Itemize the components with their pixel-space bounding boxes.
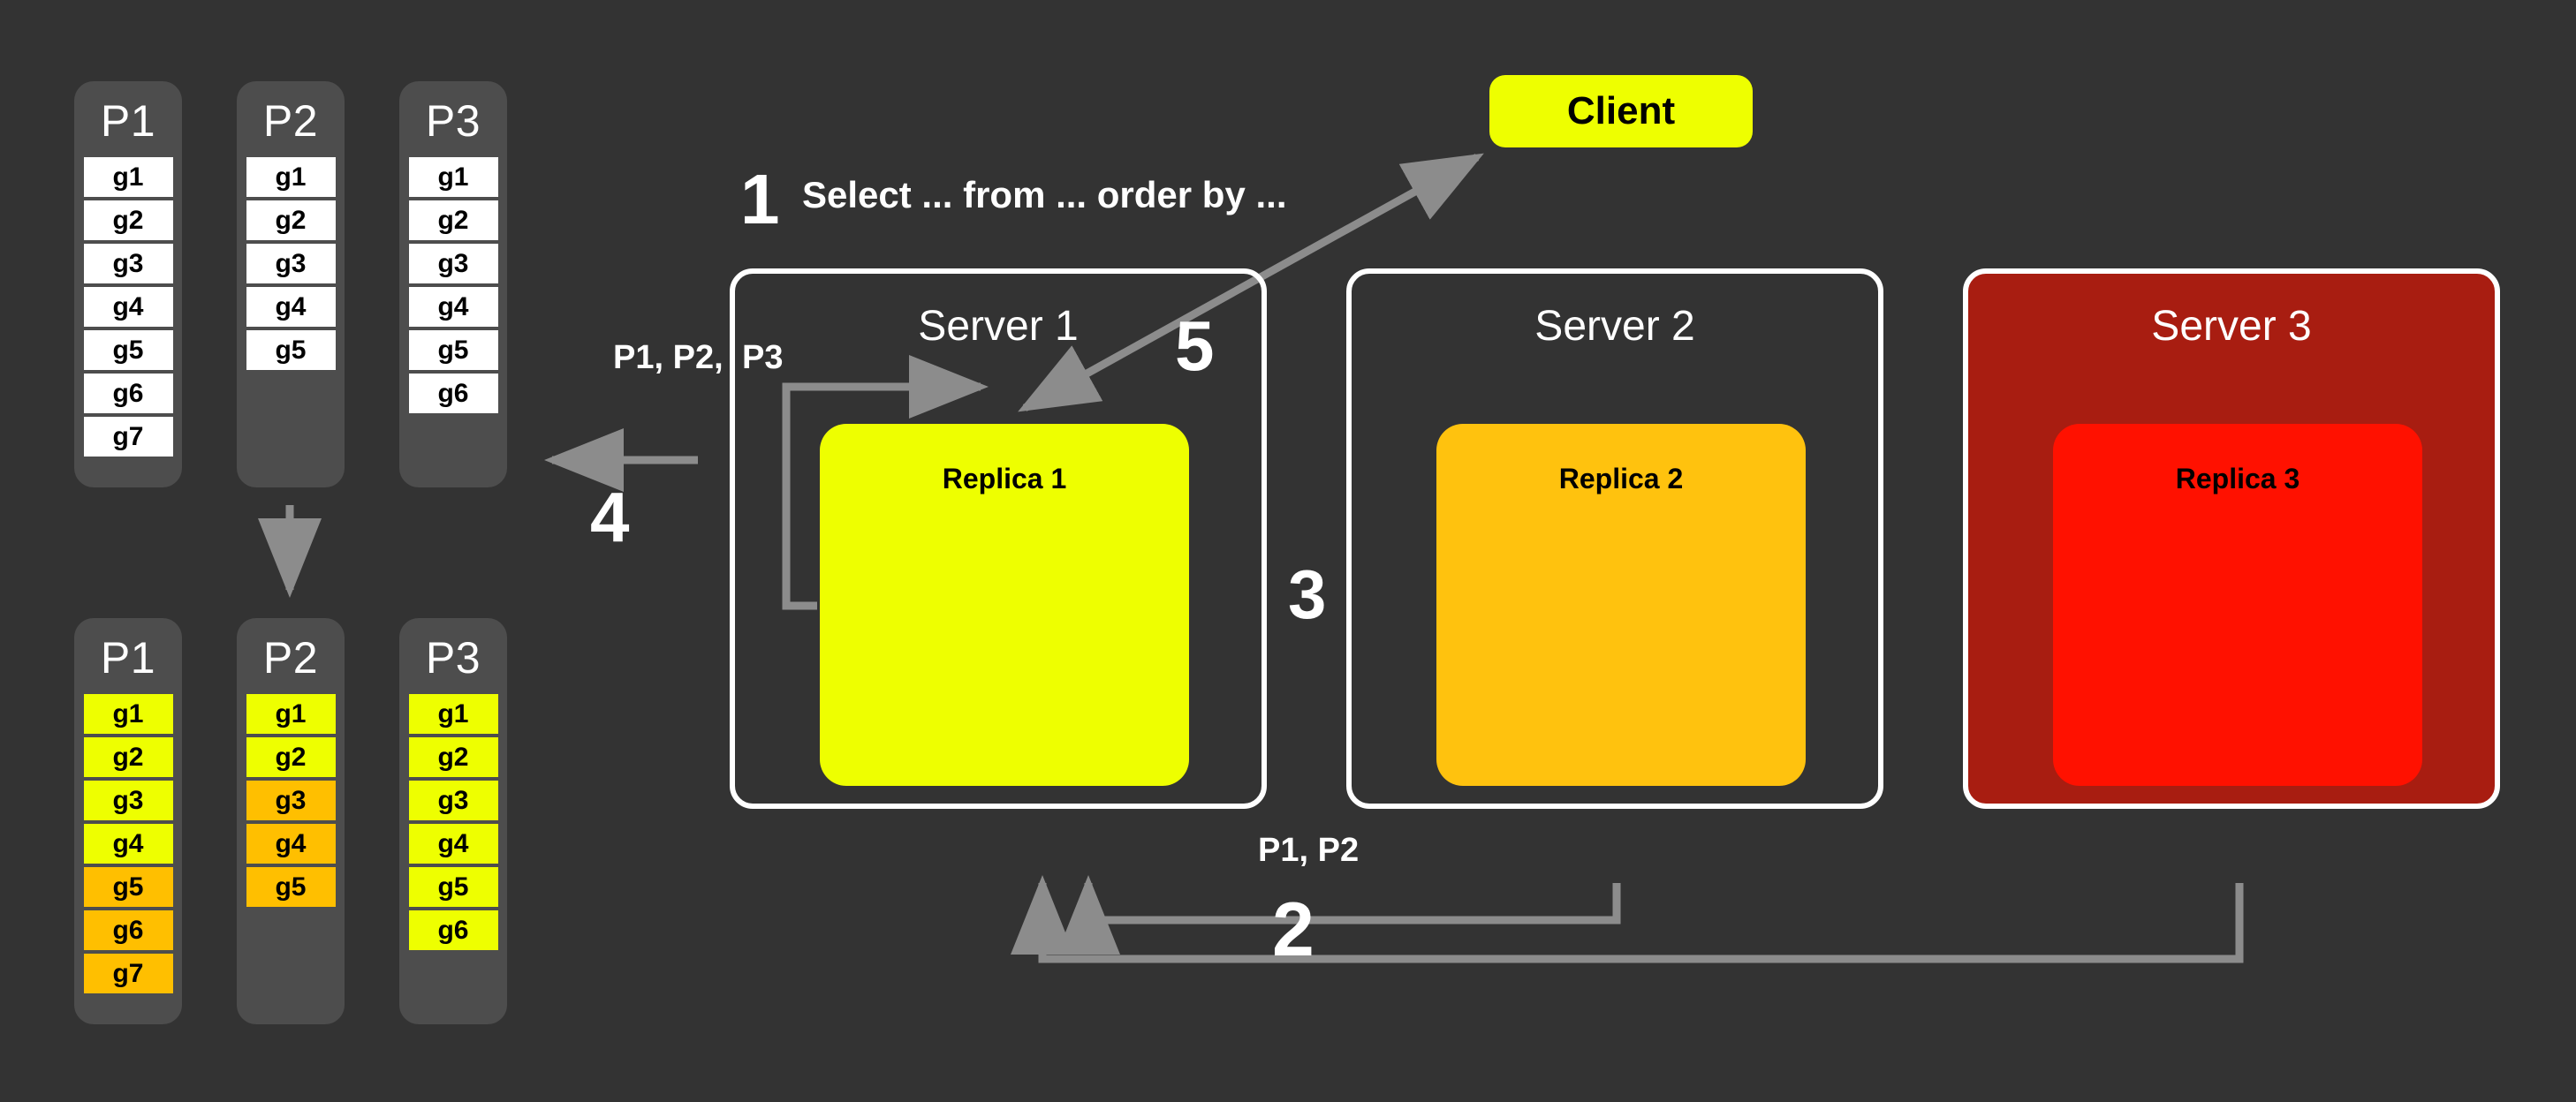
- partition-cell: g4: [83, 824, 173, 864]
- partition-title: P3: [425, 633, 481, 683]
- arrow-step-2-outer-server3-to-server1: [1011, 875, 2244, 963]
- step-number-4: 4: [590, 478, 630, 556]
- partition-cell: g5: [246, 330, 336, 370]
- partition-cell: g6: [408, 374, 498, 413]
- partition-cell: g6: [408, 910, 498, 950]
- partition-cell: g3: [246, 781, 336, 820]
- partition-cell: g4: [246, 824, 336, 864]
- partition-cell: g2: [408, 737, 498, 777]
- partition-cell: g4: [246, 287, 336, 327]
- client-box[interactable]: Client: [1489, 75, 1753, 147]
- replica-3-label: Replica 3: [2175, 463, 2300, 494]
- arrow-step-2-inner-server2-to-server1: [1057, 875, 1621, 955]
- query-text: Select ... from ... order by ...: [802, 174, 1287, 215]
- partition-title: P3: [425, 96, 481, 146]
- step-number-3: 3: [1288, 555, 1327, 633]
- partition-cell: g7: [83, 417, 173, 457]
- partition-cell: g5: [246, 867, 336, 907]
- partition-cell: g3: [83, 781, 173, 820]
- replica-1-box[interactable]: Replica 1: [820, 424, 1189, 786]
- partition-cell: g3: [408, 781, 498, 820]
- partition-cell: g2: [83, 200, 173, 240]
- partition-cell: g1: [246, 694, 336, 734]
- partition-cell: g5: [408, 867, 498, 907]
- server-3-title: Server 3: [2151, 303, 2312, 350]
- partition-cell: g1: [408, 157, 498, 197]
- label-result-partition-p3: P3: [742, 339, 784, 376]
- replica-2-box[interactable]: Replica 2: [1436, 424, 1806, 786]
- replica-2-label: Replica 2: [1558, 463, 1684, 494]
- partition-cell: g1: [246, 157, 336, 197]
- partition-cell: g5: [408, 330, 498, 370]
- partition-cell: g3: [408, 244, 498, 283]
- label-fetched-partitions: P1, P2: [1258, 832, 1360, 869]
- client-label: Client: [1566, 89, 1676, 132]
- server-1-box[interactable]: Server 1 Replica 1: [730, 268, 1267, 809]
- server-1-title: Server 1: [918, 303, 1079, 350]
- label-result-partitions: P1, P2,: [613, 339, 724, 376]
- step-number-2: 2: [1272, 887, 1315, 972]
- partition-title: P2: [262, 633, 319, 683]
- partition-cell: g1: [408, 694, 498, 734]
- partition-cell: g3: [83, 244, 173, 283]
- server-2-title: Server 2: [1534, 303, 1695, 350]
- partition-cell: g5: [83, 330, 173, 370]
- partition-cell: g3: [246, 244, 336, 283]
- partition-cell: g1: [83, 694, 173, 734]
- partition-cell: g2: [246, 200, 336, 240]
- partition-cell: g2: [83, 737, 173, 777]
- partition-cell: g4: [408, 287, 498, 327]
- server-3-box[interactable]: Server 3 Replica 3: [1963, 268, 2500, 809]
- replica-1-label: Replica 1: [942, 463, 1067, 494]
- step-number-1: 1: [740, 160, 780, 238]
- partition-cell: g4: [83, 287, 173, 327]
- partition-cell: g4: [408, 824, 498, 864]
- partition-cell: g6: [83, 374, 173, 413]
- replica-3-box[interactable]: Replica 3: [2053, 424, 2422, 786]
- partition-cell: g2: [408, 200, 498, 240]
- server-2-box[interactable]: Server 2 Replica 2: [1346, 268, 1883, 809]
- partition-cell: g5: [83, 867, 173, 907]
- partition-cell: g1: [83, 157, 173, 197]
- partition-cell: g7: [83, 954, 173, 993]
- partition-cell: g6: [83, 910, 173, 950]
- partition-cell: g2: [246, 737, 336, 777]
- step-number-5: 5: [1175, 306, 1215, 385]
- partition-title: P2: [262, 96, 319, 146]
- partition-title: P1: [100, 633, 156, 683]
- partition-title: P1: [100, 96, 156, 146]
